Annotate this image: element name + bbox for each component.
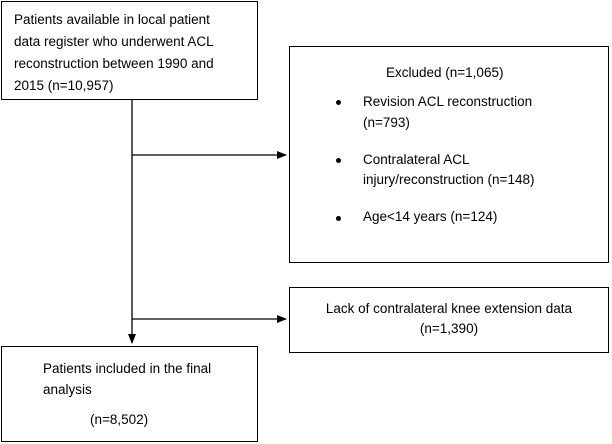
excluded-item-1-line-2: (n=793) <box>363 115 410 130</box>
excluded-item-3-line-1: Age<14 years (n=124) <box>363 209 498 224</box>
lack-of-data-box: Lack of contralateral knee extension dat… <box>289 287 609 353</box>
source-population-box: Patients available in local patient data… <box>1 1 258 100</box>
bullet-icon <box>336 158 341 163</box>
excluded-title: Excluded (n=1,065) <box>386 65 504 80</box>
lack-line-2: (n=1,390) <box>419 321 479 336</box>
excluded-item-2-line-1: Contralateral ACL <box>363 152 470 167</box>
final-line-3: (n=8,502) <box>90 412 149 427</box>
source-line-1: Patients available in local patient <box>14 12 210 27</box>
bullet-icon <box>336 216 341 221</box>
lack-line-1: Lack of contralateral knee extension dat… <box>325 301 573 316</box>
excluded-item-2-line-2: injury/reconstruction (n=148) <box>363 172 535 187</box>
excluded-item-1-line-1: Revision ACL reconstruction <box>363 94 533 109</box>
final-line-2: analysis <box>43 382 92 397</box>
final-analysis-box: Patients included in the final analysis … <box>1 346 258 442</box>
final-line-1: Patients included in the final <box>43 361 212 376</box>
source-line-3: reconstruction between 1990 and <box>14 56 214 71</box>
source-line-4: 2015 (n=10,957) <box>14 78 114 93</box>
source-line-2: data register who underwent ACL <box>14 34 214 49</box>
bullet-icon <box>336 100 341 105</box>
excluded-box: Excluded (n=1,065) Revision ACL reconstr… <box>289 46 609 263</box>
